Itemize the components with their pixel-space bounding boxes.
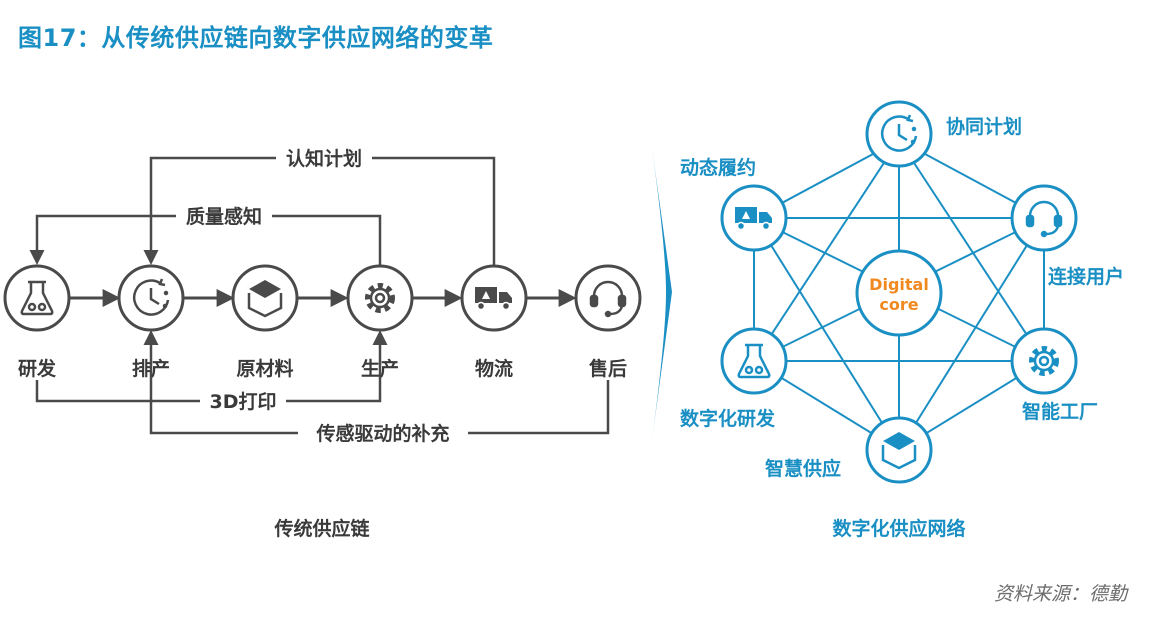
transition-chevron [652, 148, 672, 440]
node-label: 排产 [132, 357, 170, 380]
node-label: 数字化研发 [680, 407, 776, 430]
node-circle [574, 264, 642, 332]
node-label: 原材料 [236, 357, 293, 380]
box-icon [247, 280, 283, 318]
gear-icon [1029, 346, 1059, 376]
node-label: 连接用户 [1048, 265, 1124, 288]
truck-icon [735, 207, 772, 231]
page-title: 图17：从传统供应链向数字供应网络的变革 [18, 24, 494, 52]
truck-icon [475, 287, 512, 311]
node-label: 智慧供应 [765, 457, 841, 480]
flask-icon [20, 280, 54, 316]
box-icon [881, 432, 917, 470]
node-circle [1010, 327, 1078, 395]
node-logistics: 物流 [460, 264, 528, 380]
node-circle [346, 264, 414, 332]
node-rd: 研发 [3, 264, 71, 380]
gear-icon [365, 283, 395, 313]
node-raw-materials: 原材料 [231, 264, 299, 380]
node-circle [720, 327, 788, 395]
source-note: 资料来源：德勤 [993, 583, 1127, 605]
node-label: 生产 [361, 357, 399, 380]
node-label: 研发 [18, 357, 57, 380]
node-label: 物流 [475, 357, 513, 380]
node-production: 生产 [346, 264, 414, 380]
digital-caption: 数字化供应网络 [832, 517, 965, 540]
headset-icon [1025, 200, 1063, 238]
label-sensor-replenishment: 传感驱动的补充 [315, 422, 449, 445]
label-3d-printing: 3D打印 [210, 390, 277, 413]
node-after-sales: 售后 [574, 264, 642, 380]
label-cognitive-planning: 认知计划 [286, 147, 362, 170]
dnode-smart-factory: 智能工厂 [1010, 327, 1098, 423]
traditional-caption: 传统供应链 [273, 517, 369, 540]
node-label: 协同计划 [946, 115, 1022, 138]
dnode-dynamic-fulfillment: 动态履约 [680, 156, 788, 252]
node-circle [3, 264, 71, 332]
dnode-connected-customer: 连接用户 [1010, 184, 1124, 288]
dnode-collab-planning: 协同计划 [865, 100, 1022, 168]
clock-icon [132, 278, 170, 316]
dnode-smart-supply: 智慧供应 [765, 416, 933, 484]
flask-icon [737, 343, 771, 379]
dnode-digital-rd: 数字化研发 [680, 327, 788, 430]
label-quality-sensing: 质量感知 [186, 205, 262, 228]
feedback-labels: 认知计划 质量感知 3D打印 传感驱动的补充 [176, 146, 468, 445]
traditional-supply-chain: 认知计划 质量感知 3D打印 传感驱动的补充 研发 [3, 146, 642, 540]
core-circle [855, 249, 943, 337]
node-label: 智能工厂 [1022, 400, 1098, 423]
node-label: 动态履约 [680, 156, 756, 179]
node-label: 售后 [588, 357, 627, 380]
clock-icon [880, 114, 918, 152]
digital-core: Digital core [855, 249, 943, 337]
headset-icon [589, 280, 627, 318]
digital-supply-network: Digital core 协同计划 [680, 100, 1124, 540]
core-label-line2: core [879, 295, 918, 314]
node-scheduling: 排产 [117, 264, 185, 380]
node-circle [1010, 184, 1078, 252]
core-label-line1: Digital [869, 275, 929, 294]
